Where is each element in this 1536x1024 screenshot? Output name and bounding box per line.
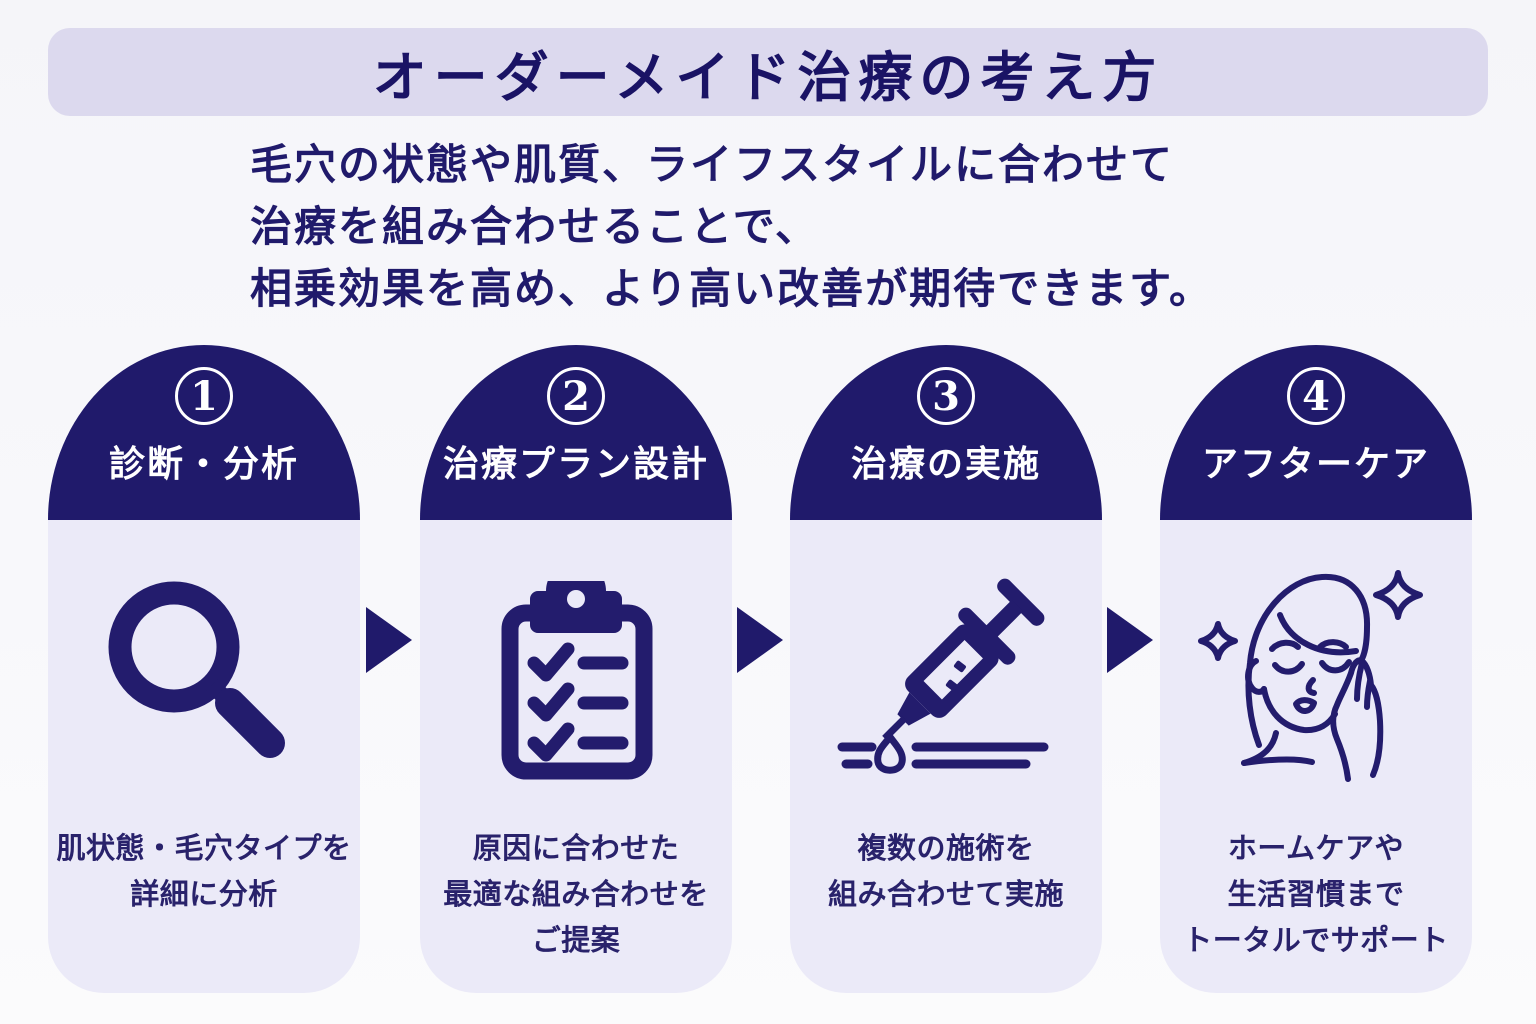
step-card-body: ホームケアや 生活習慣まで トータルでサポート xyxy=(1160,520,1472,963)
intro-line: 毛穴の状態や肌質、ライフスタイルに合わせて xyxy=(250,140,1175,189)
step-number-badge: 2 xyxy=(547,367,605,425)
step-card-body: 肌状態・毛穴タイプを 詳細に分析 xyxy=(48,520,360,917)
magnifier-icon xyxy=(104,558,304,803)
flow-arrow-icon xyxy=(366,607,412,673)
step-title: 治療プラン設計 xyxy=(442,444,709,485)
flow-arrow-icon xyxy=(737,607,783,673)
step-description: 原因に合わせた 最適な組み合わせを ご提案 xyxy=(443,831,709,957)
step-title: 治療の実施 xyxy=(850,444,1041,485)
face-care-icon xyxy=(1196,558,1436,803)
step-description: 肌状態・毛穴タイプを 詳細に分析 xyxy=(56,831,352,911)
intro-line: 相乗効果を高め、より高い改善が期待できます。 xyxy=(250,264,1213,313)
step-card-aftercare: 4 アフターケア xyxy=(1160,345,1472,993)
clipboard-checklist-icon xyxy=(476,558,676,803)
step-number-badge: 1 xyxy=(175,367,233,425)
step-description: 複数の施術を 組み合わせて実施 xyxy=(827,831,1064,911)
intro-line: 治療を組み合わせることで、 xyxy=(250,202,820,251)
step-card-header: 3 治療の実施 xyxy=(790,345,1102,520)
step-card-header: 4 アフターケア xyxy=(1160,345,1472,520)
step-number-badge: 4 xyxy=(1287,367,1345,425)
step-card-body: 複数の施術を 組み合わせて実施 xyxy=(790,520,1102,917)
intro-paragraph: 毛穴の状態や肌質、ライフスタイルに合わせて 治療を組み合わせることで、 相乗効果… xyxy=(250,134,1350,320)
syringe-icon xyxy=(836,558,1056,803)
step-card-diagnosis: 1 診断・分析 肌状態・毛穴タイプを 詳細に分析 xyxy=(48,345,360,993)
step-description: ホームケアや 生活習慣まで トータルでサポート xyxy=(1183,831,1449,957)
step-title: 診断・分析 xyxy=(108,444,299,485)
step-card-treatment: 3 治療の実施 xyxy=(790,345,1102,993)
step-title: アフターケア xyxy=(1201,444,1430,485)
step-card-plan: 2 治療プラン設計 原因に合わせた 最適な組み合わせを xyxy=(420,345,732,993)
page-title: オーダーメイド治療の考え方 xyxy=(372,45,1164,109)
step-card-header: 2 治療プラン設計 xyxy=(420,345,732,520)
step-card-body: 原因に合わせた 最適な組み合わせを ご提案 xyxy=(420,520,732,963)
step-card-header: 1 診断・分析 xyxy=(48,345,360,520)
step-number-badge: 3 xyxy=(917,367,975,425)
flow-arrow-icon xyxy=(1107,607,1153,673)
header-banner: オーダーメイド治療の考え方 xyxy=(48,28,1488,116)
